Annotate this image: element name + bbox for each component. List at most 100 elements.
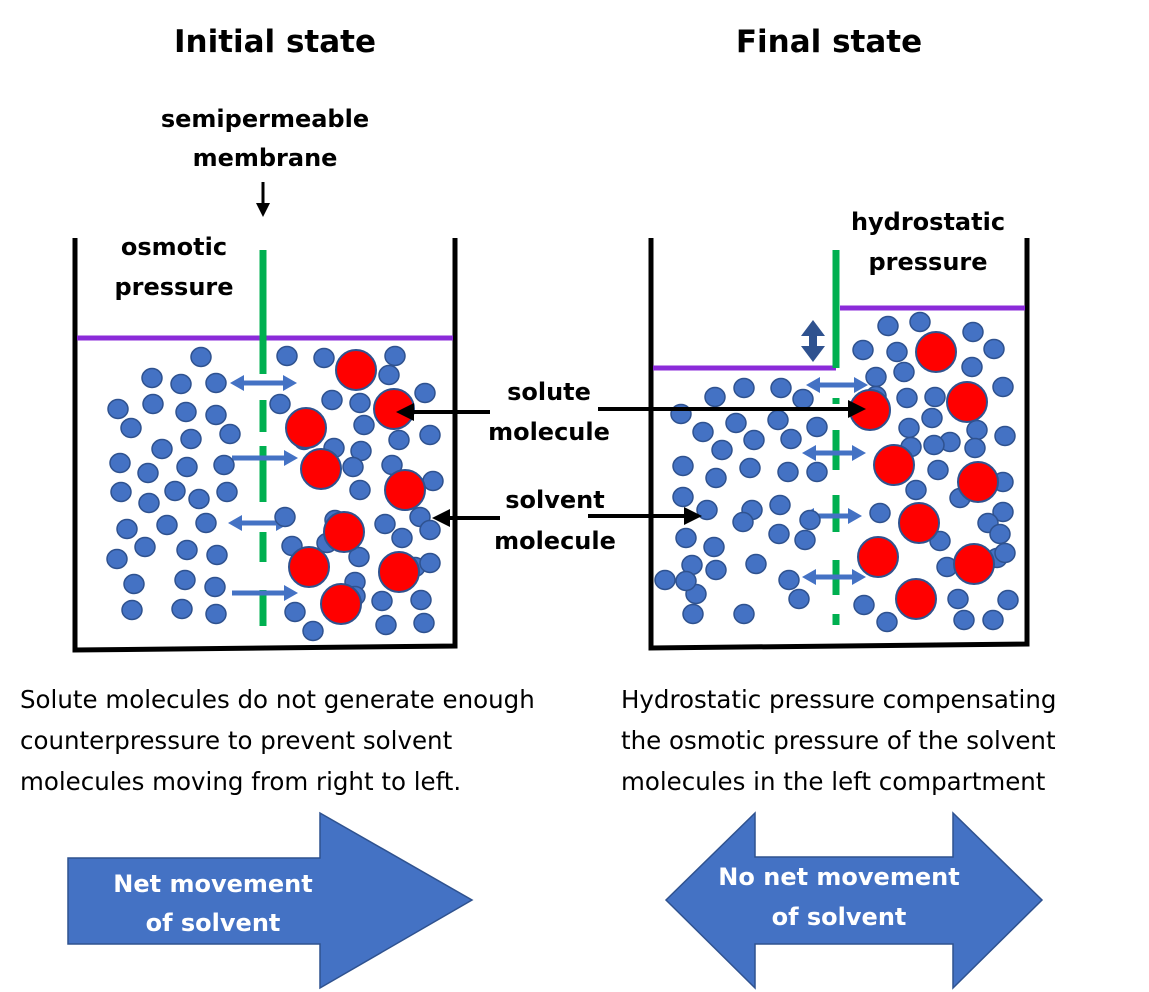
- solvent-molecule: [213, 454, 235, 476]
- solvent-molecule: [110, 481, 132, 503]
- no-net-movement-line1: No net movement: [718, 863, 959, 891]
- final-description-line: Hydrostatic pressure compensating: [621, 685, 1057, 714]
- solvent-molecule: [188, 488, 210, 510]
- flow-arrow-head: [284, 450, 298, 466]
- solvent-molecule: [770, 377, 792, 399]
- double-flow-arrow: [806, 377, 868, 393]
- flow-arrow-head: [848, 508, 862, 524]
- flow-arrow-head: [284, 585, 298, 601]
- net-movement-line2: of solvent: [146, 909, 281, 937]
- no-net-movement-arrow: No net movement of solvent: [664, 811, 1044, 990]
- double-flow-arrow: [802, 569, 866, 585]
- solvent-molecule: [964, 437, 986, 459]
- solvent-molecule: [107, 398, 129, 420]
- solute-molecule: [335, 349, 377, 391]
- membrane-pointer-arrow: [256, 182, 270, 217]
- solvent-molecule: [419, 519, 441, 541]
- solvent-molecule: [739, 457, 761, 479]
- solvent-molecule: [419, 552, 441, 574]
- solvent-molecule: [703, 536, 725, 558]
- solvent-molecule: [778, 569, 800, 591]
- solvent-molecule: [276, 345, 298, 367]
- solvent-molecule: [992, 501, 1014, 523]
- solvent-molecule-label-line1: solvent: [505, 486, 604, 514]
- solvent-pointer-left: [432, 509, 500, 527]
- solvent-molecule: [962, 321, 984, 343]
- flow-arrow-head: [852, 445, 866, 461]
- solvent-molecule: [206, 544, 228, 566]
- solute-pointer-right: [598, 400, 866, 418]
- solvent-molecule: [909, 311, 931, 333]
- solvent-molecule: [997, 589, 1019, 611]
- solvent-molecule: [171, 598, 193, 620]
- solvent-molecule: [422, 470, 444, 492]
- solvent-molecule: [371, 590, 393, 612]
- solvent-molecule: [896, 387, 918, 409]
- solvent-molecule: [869, 502, 891, 524]
- solvent-molecule: [391, 527, 413, 549]
- solvent-molecule: [877, 315, 899, 337]
- solute-molecule: [895, 578, 937, 620]
- solvent-molecule: [269, 393, 291, 415]
- solvent-molecule: [886, 341, 908, 363]
- membrane-label-line1: semipermeable: [161, 105, 369, 133]
- solvent-molecule: [164, 480, 186, 502]
- solvent-molecule: [180, 428, 202, 450]
- solute-molecule-label-line2: molecule: [488, 418, 610, 446]
- flow-arrow-head: [283, 375, 297, 391]
- initial-description-line: Solute molecules do not generate enough: [20, 685, 535, 714]
- solvent-molecule: [705, 559, 727, 581]
- solute-molecule: [915, 331, 957, 373]
- solvent-molecule: [205, 372, 227, 394]
- solvent-molecule: [109, 452, 131, 474]
- solute-molecule: [953, 543, 995, 585]
- solvent-molecule: [302, 620, 324, 642]
- solvent-molecule: [705, 467, 727, 489]
- solvent-molecule: [349, 392, 371, 414]
- solvent-molecule: [190, 346, 212, 368]
- solvent-molecule: [205, 603, 227, 625]
- solvent-molecule: [806, 461, 828, 483]
- solute-molecule: [378, 551, 420, 593]
- solvent-molecule: [927, 459, 949, 481]
- solvent-molecule: [989, 523, 1011, 545]
- solute-molecule: [300, 448, 342, 490]
- solvent-molecule: [374, 513, 396, 535]
- solvent-molecule: [176, 456, 198, 478]
- solvent-molecule: [120, 417, 142, 439]
- net-movement-arrow: Net movement of solvent: [67, 811, 474, 990]
- solvent-molecule: [923, 434, 945, 456]
- hydrostatic-pressure-label-line2: pressure: [868, 248, 987, 276]
- solvent-molecule: [704, 386, 726, 408]
- solvent-molecule: [106, 548, 128, 570]
- solute-molecule: [323, 511, 365, 553]
- initial-description: Solute molecules do not generate enough …: [20, 679, 535, 802]
- solvent-molecule: [794, 529, 816, 551]
- solvent-molecule: [123, 573, 145, 595]
- solute-molecule: [320, 583, 362, 625]
- solute-molecule: [288, 546, 330, 588]
- solvent-molecule: [994, 542, 1016, 564]
- flow-arrow-head: [228, 515, 242, 531]
- flow-arrow-head: [802, 445, 816, 461]
- solvent-molecule: [865, 366, 887, 388]
- solvent-molecule: [205, 404, 227, 426]
- solvent-molecule: [375, 614, 397, 636]
- solvent-molecule: [414, 382, 436, 404]
- solvent-molecule: [219, 423, 241, 445]
- solvent-molecule: [121, 599, 143, 621]
- no-net-movement-line2: of solvent: [772, 903, 907, 931]
- solvent-molecule-label-line2: molecule: [494, 527, 616, 555]
- solvent-molecule: [216, 481, 238, 503]
- solvent-molecule: [983, 338, 1005, 360]
- solute-molecule: [957, 461, 999, 503]
- solvent-molecule: [348, 546, 370, 568]
- initial-beaker: [72, 238, 458, 653]
- initial-description-line: molecules moving from right to left.: [20, 767, 462, 796]
- solvent-molecule: [134, 536, 156, 558]
- final-description: Hydrostatic pressure compensating the os…: [621, 679, 1056, 802]
- solvent-molecule: [138, 492, 160, 514]
- final-state-title: Final state: [736, 24, 922, 60]
- solvent-molecule: [137, 462, 159, 484]
